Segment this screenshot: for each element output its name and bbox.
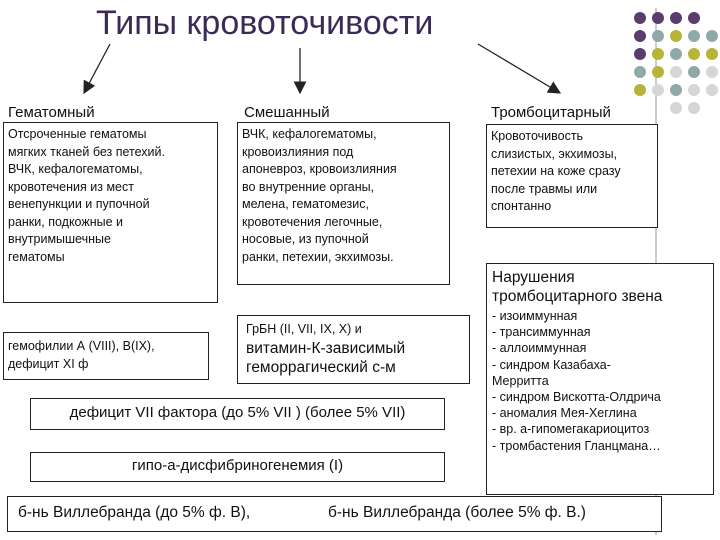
hematoma-line: Отсроченные гематомы	[8, 127, 147, 141]
factor-vii-text: дефицит VII фактора (до 5% VII ) (более …	[69, 404, 406, 421]
arrow-left	[83, 43, 111, 95]
mixed-line: кровоизлияния под	[242, 144, 354, 159]
platelet-box: Кровоточивость слизистых, экхимозы, пете…	[486, 124, 658, 228]
heading-hematoma: Гематомный	[8, 104, 95, 121]
vitamin-k-line2: витамин-К-зависимый	[246, 339, 406, 357]
mixed-line: носовые, из пупочной	[242, 232, 369, 246]
platelet-line: петехии на коже сразу	[491, 164, 621, 178]
disorder-item: - синдром Казабаха-	[492, 357, 611, 372]
hematoma-line: венепункции и пупочной	[8, 197, 150, 211]
willebrand-left: б-нь Виллебранда (до 5% ф. В),	[18, 504, 251, 521]
disorder-item: - тромбастения Гланцмана…	[492, 438, 661, 453]
disorder-item: - синдром Вискотта-Олдрича	[492, 390, 661, 405]
hemophilia-box: гемофилии А (VIII), В(IX), дефицит XI ф	[3, 332, 209, 380]
platelet-line: спонтанно	[491, 199, 552, 213]
mixed-line: во внутренние органы,	[242, 179, 375, 194]
mixed-line: кровотечения легочные,	[242, 214, 383, 229]
hematoma-line: внутримышечные	[8, 232, 111, 246]
hematoma-line: ранки, подкожные и	[8, 214, 124, 229]
hemophilia-line: дефицит XI ф	[8, 356, 89, 371]
fibrinogen-text: гипо-а-дисфибриногенемия (I)	[131, 457, 344, 474]
heading-platelet: Тромбоцитарный	[491, 104, 611, 121]
mixed-box: ВЧК, кефалогематомы, кровоизлияния под а…	[237, 122, 450, 285]
vitamin-k-line1: ГрБН (II, VII, IX, X) и	[246, 322, 362, 336]
hematoma-line: кровотечения из мест	[8, 179, 134, 194]
platelet-line: после травмы или	[491, 181, 598, 196]
decorative-dots	[634, 12, 718, 114]
platelet-disorders-box: Нарушения тромбоцитарного звена - изоимм…	[486, 263, 714, 495]
hemophilia-line: гемофилии А (VIII), В(IX),	[8, 339, 155, 353]
platelet-disorders-heading: Нарушения	[492, 269, 575, 286]
disorder-item: - аллоиммунная	[492, 341, 587, 356]
vitamin-k-line3: геморрагический с-м	[246, 358, 396, 376]
mixed-line: апоневроз, кровоизлияния	[242, 162, 397, 176]
disorder-item: - трансиммунная	[492, 325, 591, 340]
page-title: Типы кровоточивости	[96, 4, 434, 42]
hematoma-line: гематомы	[8, 249, 65, 264]
hematoma-line: ВЧК, кефалогематомы,	[8, 162, 143, 176]
heading-mixed: Смешанный	[244, 104, 330, 121]
factor-vii-box: дефицит VII фактора (до 5% VII ) (более …	[30, 398, 445, 430]
willebrand-box: б-нь Виллебранда (до 5% ф. В), б-нь Вилл…	[7, 496, 662, 532]
mixed-line: ранки, петехии, экхимозы.	[242, 249, 394, 264]
platelet-line: Кровоточивость	[491, 129, 584, 143]
disorder-item: - изоиммунная	[492, 309, 578, 323]
platelet-line: слизистых, экхимозы,	[491, 146, 618, 161]
willebrand-right: б-нь Виллебранда (более 5% ф. В.)	[328, 504, 586, 521]
disorder-item: - аномалия Мея-Хеглина	[492, 406, 637, 421]
hematoma-box: Отсроченные гематомы мягких тканей без п…	[3, 122, 218, 303]
fibrinogen-box: гипо-а-дисфибриногенемия (I)	[30, 452, 445, 482]
vitamin-k-box: ГрБН (II, VII, IX, X) и витамин-К-зависи…	[237, 315, 470, 384]
arrow-right	[477, 43, 562, 94]
mixed-line: ВЧК, кефалогематомы,	[242, 127, 377, 141]
disorder-item: Мерритта	[492, 373, 549, 388]
disorder-item: - вр. а-гипомегакариоцитоз	[492, 422, 650, 437]
platelet-disorders-heading: тромбоцитарного звена	[492, 288, 663, 305]
mixed-line: мелена, гематомезис,	[242, 197, 369, 211]
hematoma-line: мягких тканей без петехий.	[8, 144, 165, 159]
